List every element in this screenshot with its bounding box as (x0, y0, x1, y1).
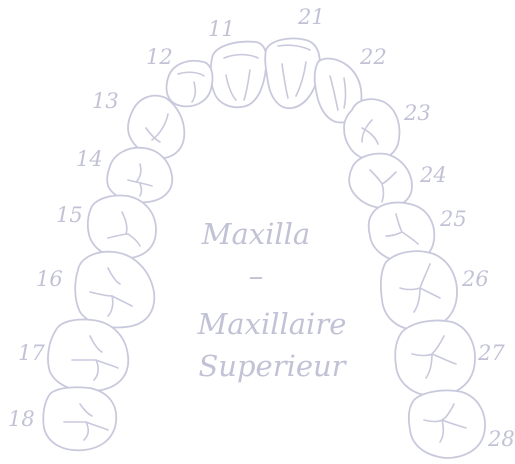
tooth-14[interactable] (107, 148, 172, 203)
tooth-27[interactable] (395, 320, 475, 396)
caption-line-maxillaire: Maxillaire (197, 307, 347, 341)
tooth-24[interactable] (349, 154, 412, 208)
tooth-23[interactable] (344, 99, 399, 160)
tooth-number-23: 23 (403, 101, 431, 125)
tooth-11[interactable] (211, 42, 267, 108)
tooth-number-22: 22 (359, 45, 387, 69)
tooth-16[interactable] (75, 252, 154, 328)
tooth-28[interactable] (409, 390, 485, 458)
tooth-17[interactable] (48, 319, 128, 391)
tooth-26[interactable] (381, 251, 457, 330)
tooth-21[interactable] (265, 38, 320, 108)
tooth-number-14: 14 (76, 147, 103, 171)
tooth-number-28: 28 (487, 427, 515, 451)
tooth-number-27: 27 (477, 341, 505, 365)
tooth-number-13: 13 (92, 89, 119, 113)
tooth-number-17: 17 (18, 341, 45, 365)
tooth-number-18: 18 (8, 407, 35, 431)
tooth-18[interactable] (43, 387, 116, 450)
tooth-number-26: 26 (461, 267, 489, 291)
tooth-12[interactable] (167, 61, 213, 107)
tooth-number-25: 25 (439, 207, 467, 231)
tooth-number-15: 15 (56, 203, 83, 227)
tooth-15[interactable] (88, 195, 156, 258)
tooth-number-21: 21 (297, 5, 325, 29)
caption-line-superieur: Superieur (198, 349, 347, 383)
tooth-number-24: 24 (419, 163, 447, 187)
tooth-number-11: 11 (208, 17, 235, 41)
caption-line-maxilla: Maxilla (201, 217, 310, 251)
tooth-number-16: 16 (36, 267, 63, 291)
caption-line-dash: – (249, 259, 264, 293)
tooth-number-12: 12 (146, 45, 173, 69)
